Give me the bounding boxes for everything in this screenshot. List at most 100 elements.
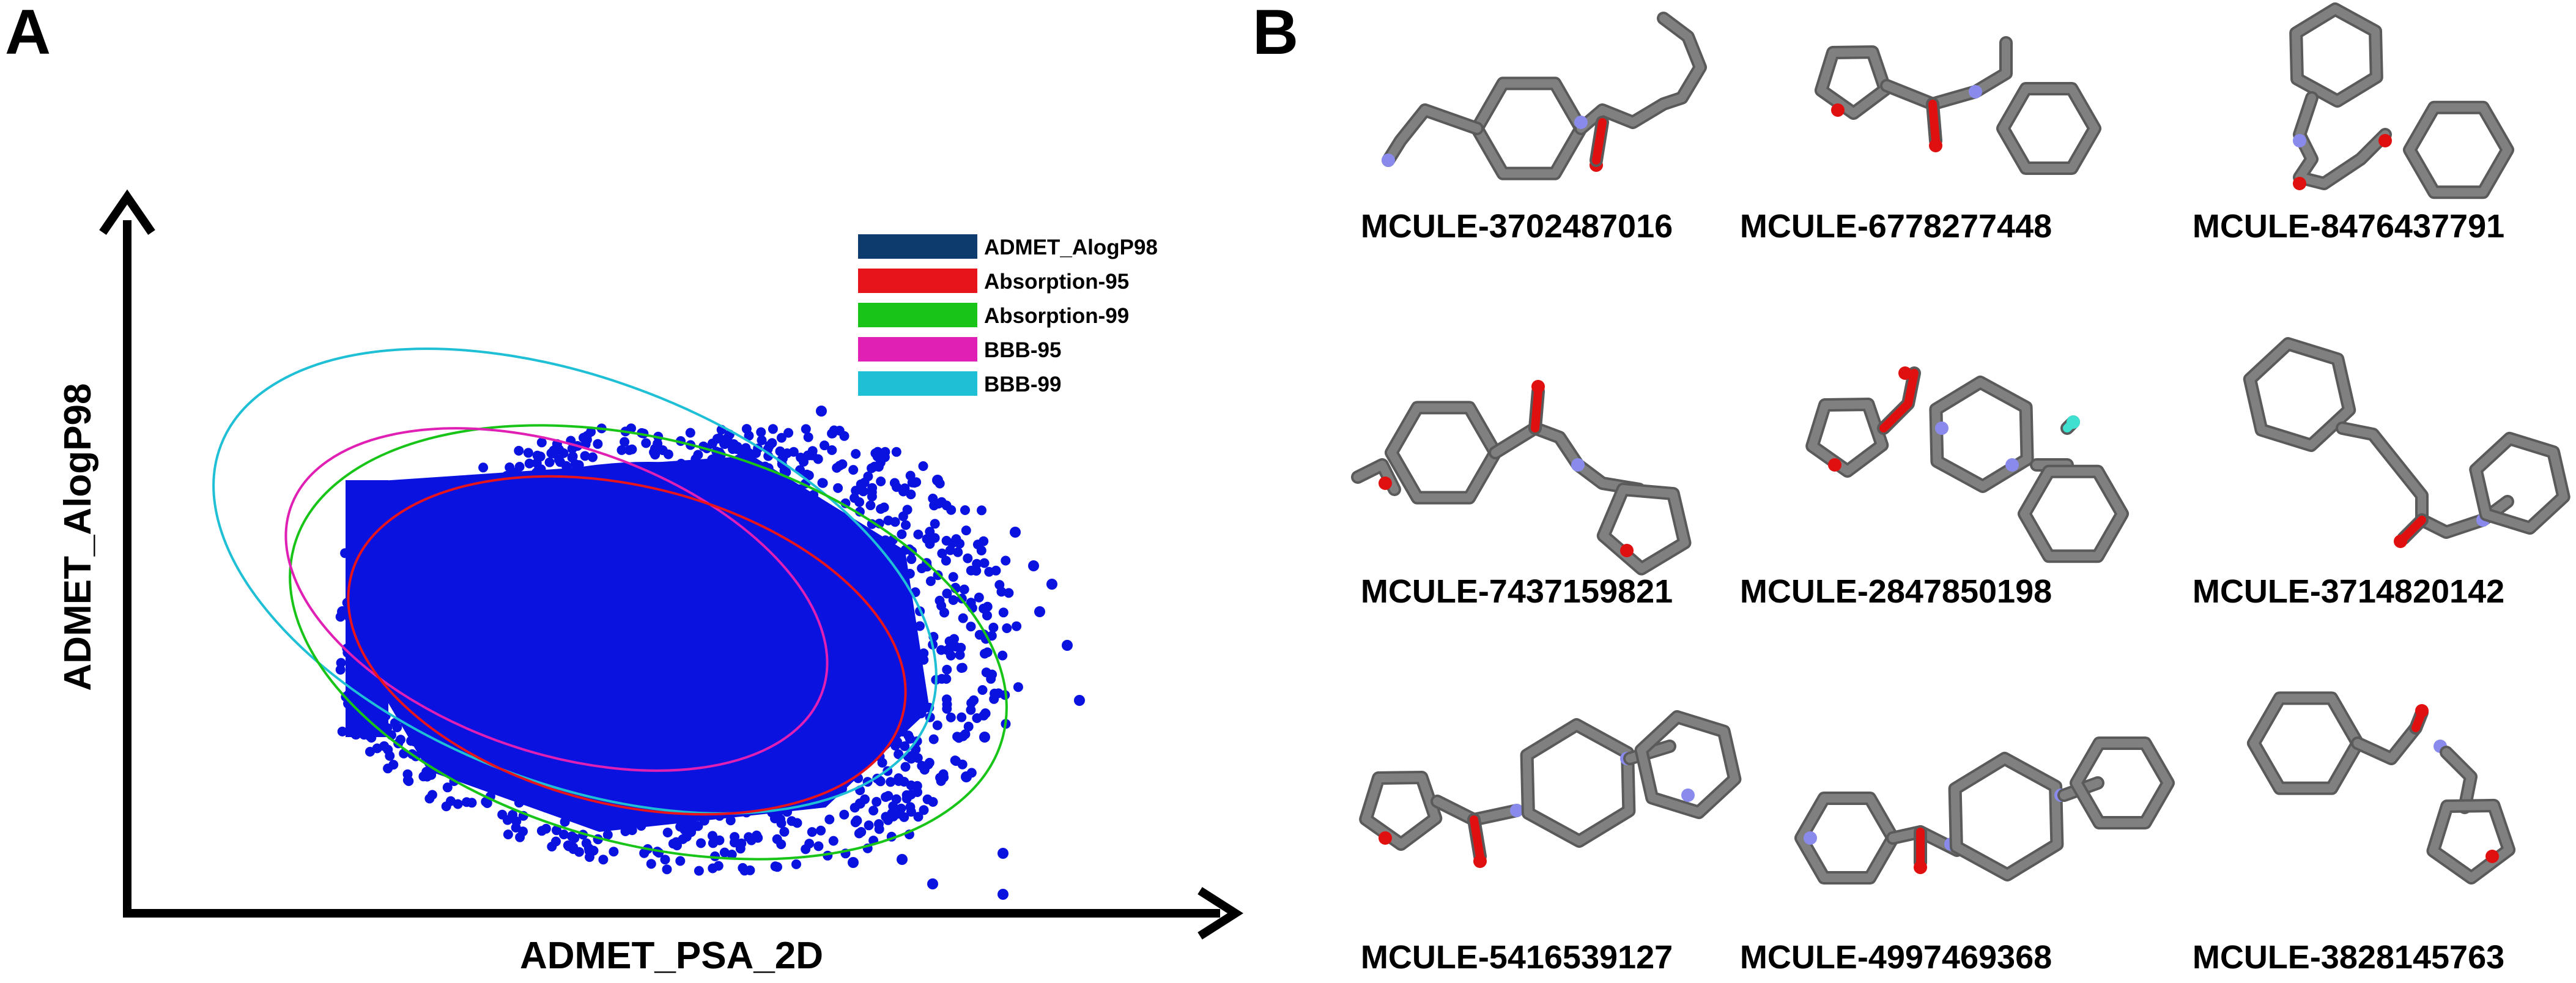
data-point [918,461,928,471]
data-point [957,712,967,722]
panel-b-label: B [1253,0,1298,68]
molecule-mcule-7437159821: MCULE-7437159821 [1351,380,1692,610]
data-point [913,812,923,822]
data-point [558,829,569,840]
molecule-structure [1359,710,1742,868]
data-point [956,642,966,653]
data-point [801,424,811,434]
data-point [462,797,472,807]
data-point [881,792,891,802]
data-point [685,428,695,438]
data-point [879,502,889,513]
data-point [946,505,957,515]
data-point [336,658,346,668]
data-point [536,826,547,836]
data-point [708,838,718,848]
data-point [347,712,358,722]
molecule-mcule-3702487016: MCULE-3702487016 [1361,12,1707,245]
data-point [974,629,985,640]
data-point [385,582,394,592]
data-point [586,427,596,437]
data-point [725,815,736,826]
data-point [900,483,910,494]
data-point [820,440,829,451]
data-point [906,489,916,500]
data-point [977,685,988,695]
data-point [427,563,437,573]
data-point [497,809,508,820]
data-point [930,519,940,529]
data-point [900,762,911,772]
data-point [922,534,932,544]
data-point [667,464,676,474]
molecule-id-label: MCULE-3714820142 [2193,573,2504,610]
data-point [976,546,986,555]
data-point [863,471,873,481]
legend-label: Absorption-95 [984,270,1129,294]
data-point [401,551,411,562]
data-point [385,551,395,560]
data-point [620,826,631,836]
data-point [542,490,552,500]
data-point [675,856,686,866]
data-point [941,555,951,566]
data-point [939,607,949,618]
data-point [947,538,958,548]
data-point [894,749,904,759]
data-point [966,621,976,632]
data-point [541,802,552,812]
data-point [957,759,968,770]
data-point [399,570,409,581]
data-point [952,732,963,742]
data-point [385,751,395,761]
data-point [377,642,387,652]
data-point [984,566,994,577]
data-point [746,835,757,845]
data-point [942,703,952,714]
outlier-point [897,854,908,865]
data-point [646,859,656,869]
data-point [694,866,704,876]
data-point [588,845,599,856]
data-point [473,521,483,531]
data-point [776,432,786,443]
data-point [522,793,532,803]
outlier-point [997,848,1009,859]
data-point [609,847,619,857]
outlier-point [848,857,859,868]
data-point [693,450,703,460]
data-point [371,555,381,566]
data-point [514,791,525,801]
data-point [366,584,376,595]
data-point [453,762,463,773]
data-point [886,777,896,787]
data-point [772,862,782,872]
data-point [963,721,974,732]
data-point [422,771,432,782]
data-point [393,656,404,666]
data-point [383,664,394,674]
data-point [368,631,378,641]
legend-item: BBB-95 [858,337,1061,362]
data-point [908,643,918,653]
data-point [946,650,956,661]
data-point [794,484,804,494]
data-point [486,508,497,519]
data-point [906,554,917,565]
data-point [915,621,925,631]
data-point [508,513,519,523]
data-point [457,755,468,765]
outlier-point [1010,527,1021,538]
data-point [563,465,573,475]
data-point [791,859,801,869]
data-point [966,705,976,715]
data-point [724,458,735,468]
data-point [708,462,718,473]
data-point [616,445,627,455]
data-point [890,741,901,751]
outlier-point [961,771,972,782]
data-point [868,742,878,752]
data-point [402,769,413,779]
outlier-point [719,438,730,449]
